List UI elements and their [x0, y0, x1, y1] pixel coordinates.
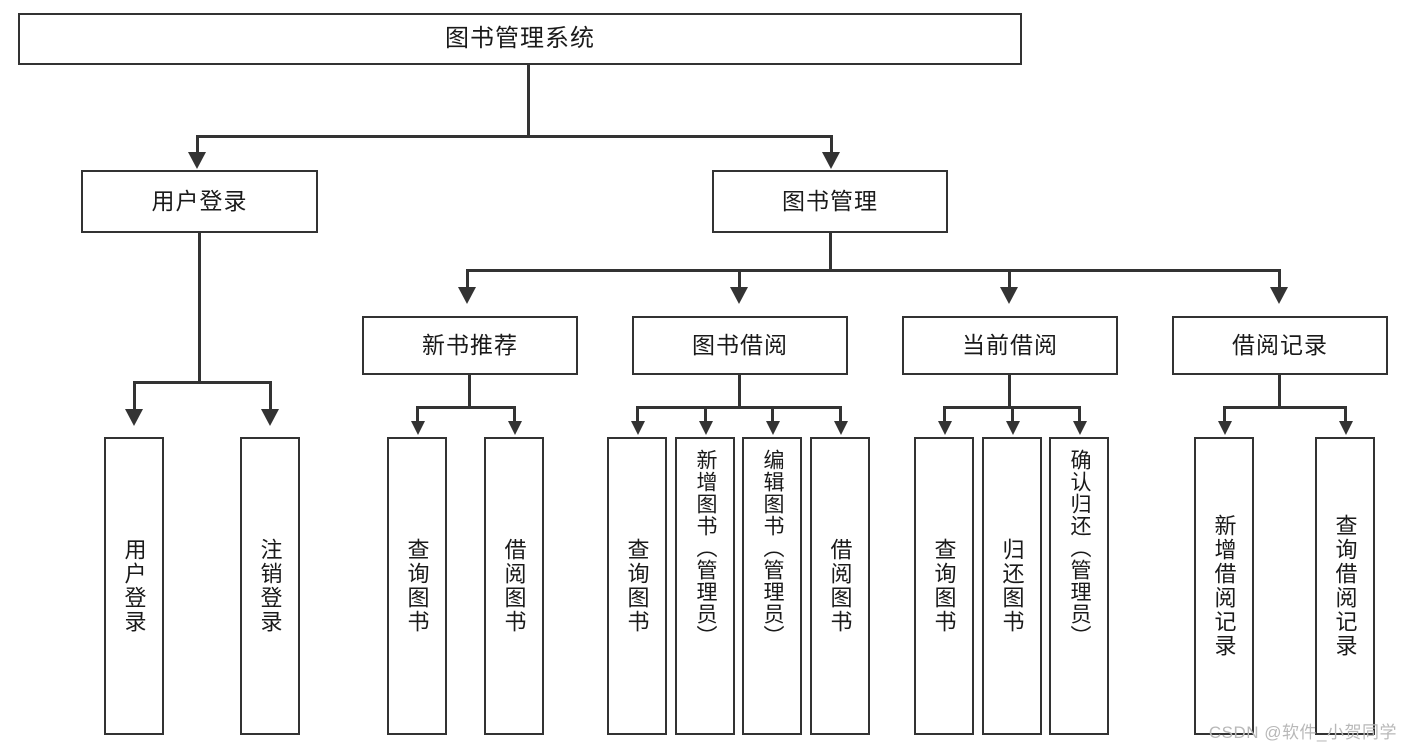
- node-label: 查询图书: [931, 538, 957, 634]
- connector-user-login-stem: [198, 233, 201, 383]
- leaf-nb-borrow-book[interactable]: 借阅图书: [484, 437, 544, 735]
- node-label: 新书推荐: [422, 331, 518, 358]
- leaf-user-login[interactable]: 用户登录: [104, 437, 164, 735]
- connector-cb-drop-2: [1011, 406, 1014, 424]
- connector-to-borrow-record: [1278, 269, 1281, 291]
- node-label: 借阅图书: [501, 538, 527, 634]
- node-label: 用户登录: [151, 187, 248, 214]
- leaf-nb-query-book[interactable]: 查询图书: [387, 437, 447, 735]
- arrowhead-user-login: [188, 152, 206, 169]
- node-book-borrow[interactable]: 图书借阅: [632, 316, 848, 375]
- leaf-bb-add-book-admin[interactable]: 新增图书（管理员）: [675, 437, 735, 735]
- connector-cb-drop-3: [1078, 406, 1081, 424]
- node-label: 借阅记录: [1232, 331, 1328, 358]
- connector-to-book-borrow: [738, 269, 741, 291]
- node-label: 确认归还（管理员）: [1068, 449, 1092, 647]
- arrowhead-cb-leaf-2: [1006, 421, 1020, 435]
- leaf-bb-edit-book-admin[interactable]: 编辑图书（管理员）: [742, 437, 802, 735]
- connector-book-borrow-bus: [636, 406, 842, 409]
- leaf-cb-confirm-return-admin[interactable]: 确认归还（管理员）: [1049, 437, 1109, 735]
- connector-root-bus: [196, 135, 833, 138]
- arrowhead-cb-leaf-1: [938, 421, 952, 435]
- connector-user-login-drop-2: [269, 381, 272, 413]
- connector-user-login-drop-1: [133, 381, 136, 413]
- node-label: 查询图书: [624, 538, 650, 634]
- arrowhead-borrow-record: [1270, 287, 1288, 304]
- node-label: 查询借阅记录: [1332, 514, 1358, 658]
- connector-root-stem: [527, 65, 530, 137]
- arrowhead-bb-leaf-1: [631, 421, 645, 435]
- connector-to-current-borrow: [1008, 269, 1011, 291]
- node-label: 用户登录: [121, 538, 147, 634]
- leaf-bb-query-book[interactable]: 查询图书: [607, 437, 667, 735]
- leaf-logout[interactable]: 注销登录: [240, 437, 300, 735]
- watermark-text: CSDN @软件_小贺同学: [1208, 723, 1397, 742]
- arrowhead-bb-leaf-4: [834, 421, 848, 435]
- connector-bb-drop-4: [839, 406, 842, 424]
- arrowhead-nb-leaf-1: [411, 421, 425, 435]
- leaf-cb-return-book[interactable]: 归还图书: [982, 437, 1042, 735]
- node-label: 新增图书（管理员）: [694, 449, 718, 647]
- connector-cb-drop-1: [943, 406, 946, 424]
- connector-book-management-stem: [829, 233, 832, 271]
- connector-br-drop-1: [1223, 406, 1226, 424]
- connector-borrow-record-stem: [1278, 375, 1281, 408]
- node-label: 新增借阅记录: [1211, 514, 1237, 658]
- arrowhead-bb-leaf-2: [699, 421, 713, 435]
- node-current-borrow[interactable]: 当前借阅: [902, 316, 1118, 375]
- connector-root-to-book-management: [830, 135, 833, 157]
- arrowhead-leaf-user-login: [125, 409, 143, 426]
- node-user-login[interactable]: 用户登录: [81, 170, 318, 233]
- leaf-cb-query-book[interactable]: 查询图书: [914, 437, 974, 735]
- node-book-management[interactable]: 图书管理: [712, 170, 948, 233]
- connector-borrow-record-bus: [1223, 406, 1347, 409]
- connector-new-book-bus: [416, 406, 515, 409]
- arrowhead-bb-leaf-3: [766, 421, 780, 435]
- node-borrow-record[interactable]: 借阅记录: [1172, 316, 1388, 375]
- connector-br-drop-2: [1344, 406, 1347, 424]
- arrowhead-current-borrow: [1000, 287, 1018, 304]
- node-label: 图书借阅: [692, 331, 788, 358]
- arrowhead-book-management: [822, 152, 840, 169]
- connector-level3-bus: [466, 269, 1278, 272]
- leaf-br-add-record[interactable]: 新增借阅记录: [1194, 437, 1254, 735]
- connector-book-borrow-stem: [738, 375, 741, 408]
- node-label: 归还图书: [999, 538, 1025, 634]
- connector-new-book-drop-1: [416, 406, 419, 424]
- connector-bb-drop-2: [704, 406, 707, 424]
- arrowhead-cb-leaf-3: [1073, 421, 1087, 435]
- connector-new-book-drop-2: [513, 406, 516, 424]
- connector-bb-drop-3: [771, 406, 774, 424]
- arrowhead-book-borrow: [730, 287, 748, 304]
- node-label: 注销登录: [257, 538, 283, 634]
- leaf-bb-borrow-book[interactable]: 借阅图书: [810, 437, 870, 735]
- arrowhead-br-leaf-1: [1218, 421, 1232, 435]
- connector-current-borrow-stem: [1008, 375, 1011, 408]
- leaf-br-query-record[interactable]: 查询借阅记录: [1315, 437, 1375, 735]
- connector-to-new-book: [466, 269, 469, 291]
- connector-bb-drop-1: [636, 406, 639, 424]
- arrowhead-new-book-recommend: [458, 287, 476, 304]
- node-label: 查询图书: [404, 538, 430, 634]
- arrowhead-leaf-logout: [261, 409, 279, 426]
- node-label: 借阅图书: [827, 538, 853, 634]
- connector-user-login-bus: [133, 381, 271, 384]
- node-book-management-system[interactable]: 图书管理系统: [18, 13, 1022, 65]
- node-label: 图书管理: [782, 187, 878, 214]
- node-label: 图书管理系统: [445, 24, 595, 52]
- node-label: 编辑图书（管理员）: [761, 449, 785, 647]
- connector-root-to-user-login: [196, 135, 199, 157]
- node-new-book-recommend[interactable]: 新书推荐: [362, 316, 578, 375]
- arrowhead-nb-leaf-2: [508, 421, 522, 435]
- arrowhead-br-leaf-2: [1339, 421, 1353, 435]
- connector-new-book-stem: [468, 375, 471, 408]
- node-label: 当前借阅: [962, 331, 1058, 358]
